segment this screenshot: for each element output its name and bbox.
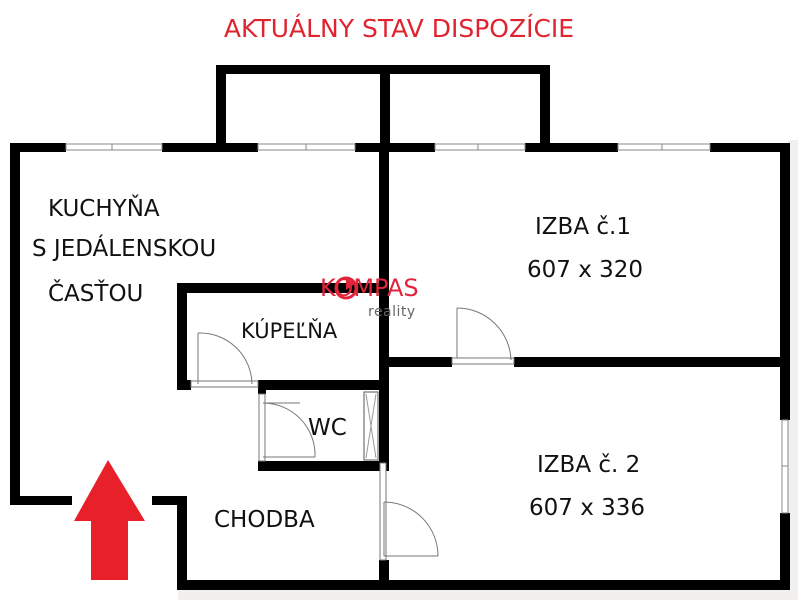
kitchen-label-line3: ČASŤOU: [48, 281, 144, 307]
windows: [65, 143, 789, 514]
hallway-label: CHODBA: [214, 507, 315, 533]
background-strip-bottom: [178, 588, 798, 600]
kitchen-label-line2: S JEDÁLENSKOU: [32, 236, 217, 262]
entrance-arrow-icon: [74, 460, 145, 580]
background-strip-right: [788, 140, 798, 600]
room2-label: IZBA č. 2: [537, 452, 641, 478]
kitchen-label-line1: KUCHYŇA: [48, 196, 160, 222]
room1-dimensions: 607 x 320: [527, 257, 644, 283]
logo-sub: reality: [368, 304, 416, 320]
wc-label: WC: [308, 415, 347, 441]
bathroom-label: KÚPEĽŇA: [241, 319, 338, 343]
room1-label: IZBA č.1: [535, 214, 631, 240]
room2-dimensions: 607 x 336: [529, 495, 646, 521]
kompas-logo-mark: [334, 276, 358, 300]
doors: [190, 307, 515, 561]
logo-brand: KOMPAS: [320, 274, 419, 302]
page-title: AKTUÁLNY STAV DISPOZÍCIE: [223, 14, 575, 43]
walls: [10, 65, 790, 590]
